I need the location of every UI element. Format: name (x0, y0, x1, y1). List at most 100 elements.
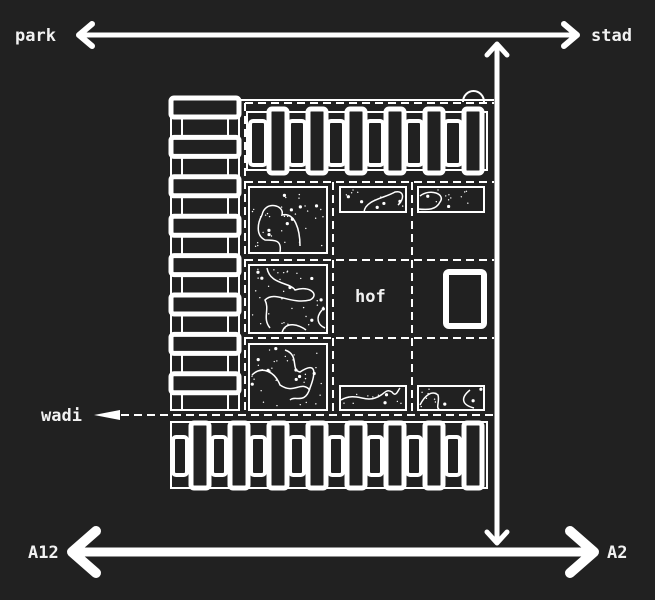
garden-dot (266, 368, 270, 373)
garden-dot (305, 315, 307, 318)
house-unit (344, 420, 368, 491)
garden-dot (259, 215, 262, 218)
left-building-row (168, 95, 242, 411)
wadi-line (94, 410, 495, 420)
house-unit (443, 119, 463, 167)
garden-dot (273, 360, 275, 363)
garden-dot (460, 196, 463, 198)
garden-dot (428, 388, 430, 390)
garden-dot (257, 244, 259, 247)
house-unit (366, 435, 384, 477)
garden-dot (276, 360, 278, 362)
garden-dot (300, 277, 302, 280)
house-unit (249, 435, 267, 477)
garden-dot (285, 196, 287, 199)
garden-dot (298, 205, 302, 209)
garden-dot (277, 272, 279, 274)
garden-plots (248, 186, 485, 411)
garden-dot (304, 373, 307, 376)
pavilion (443, 269, 487, 329)
garden-dot (288, 285, 292, 290)
garden-dot (320, 382, 322, 385)
garden-dot (421, 391, 423, 393)
garden-dot (305, 227, 307, 230)
garden-dot (425, 397, 428, 400)
garden-dot (283, 194, 285, 197)
house-unit (422, 106, 446, 176)
garden-dot (322, 216, 324, 218)
garden-dot (435, 200, 438, 203)
house-unit (344, 106, 368, 176)
garden-dot (447, 199, 450, 201)
garden-dot (280, 230, 283, 232)
garden-dot (285, 222, 289, 226)
garden-dot (310, 318, 314, 322)
garden-dot (316, 300, 318, 302)
garden-dot (251, 375, 253, 377)
garden-dot (426, 194, 430, 198)
dome-icon (462, 90, 485, 103)
garden-dot (291, 307, 293, 310)
label-hof: hof (355, 287, 386, 307)
garden-dot (267, 285, 270, 288)
garden-dot (401, 205, 404, 207)
garden-dot (271, 367, 273, 369)
garden-dot (281, 298, 283, 300)
garden-dot (294, 213, 297, 215)
garden-dot (319, 298, 323, 302)
garden-dot (433, 398, 436, 400)
garden-dot (312, 371, 316, 376)
garden-dot (304, 205, 306, 207)
garden-dot (320, 208, 322, 211)
garden-dot (282, 271, 285, 274)
garden-dot (298, 241, 301, 243)
garden-dot (251, 210, 254, 213)
garden-dot (297, 374, 302, 379)
garden-dot (383, 401, 387, 405)
garden-dot (264, 214, 267, 216)
garden-dot (256, 358, 260, 362)
garden-dot (284, 241, 286, 244)
garden-dot (345, 194, 348, 196)
garden-dot (261, 368, 263, 371)
garden-dot (467, 202, 469, 204)
garden-dot (253, 378, 255, 380)
house-unit (168, 292, 242, 317)
garden-dot (352, 189, 354, 191)
garden-dot (284, 355, 287, 358)
garden-dot (268, 349, 271, 351)
garden-dot (306, 210, 309, 212)
garden-dot (279, 278, 281, 281)
garden-dot (314, 204, 319, 208)
garden-dot (465, 190, 468, 192)
house-unit (305, 106, 329, 176)
garden-dot (396, 400, 399, 403)
garden-dot (367, 395, 369, 397)
garden-dot (268, 313, 270, 315)
house-unit (461, 106, 485, 176)
garden-dot (321, 307, 325, 311)
garden-dot (251, 314, 254, 316)
garden-dot (286, 215, 289, 218)
garden-dot (286, 271, 288, 273)
house-unit (168, 213, 242, 238)
garden-dot (259, 296, 261, 299)
house-unit (461, 420, 485, 491)
garden-dot (437, 189, 439, 191)
house-unit (383, 420, 407, 491)
house-unit (422, 420, 446, 491)
a12-a2-arrow (67, 526, 599, 578)
garden-dot (427, 392, 429, 395)
house-unit (365, 119, 385, 167)
garden-dot (445, 195, 447, 197)
garden-dot (307, 324, 310, 326)
garden-dot (298, 197, 300, 199)
garden-dot (276, 404, 278, 407)
garden-3 (248, 343, 328, 411)
garden-dot (287, 323, 289, 325)
garden-dot (283, 322, 285, 324)
garden-dot (284, 327, 286, 329)
garden-dot (377, 394, 380, 396)
garden-dot (254, 245, 257, 248)
